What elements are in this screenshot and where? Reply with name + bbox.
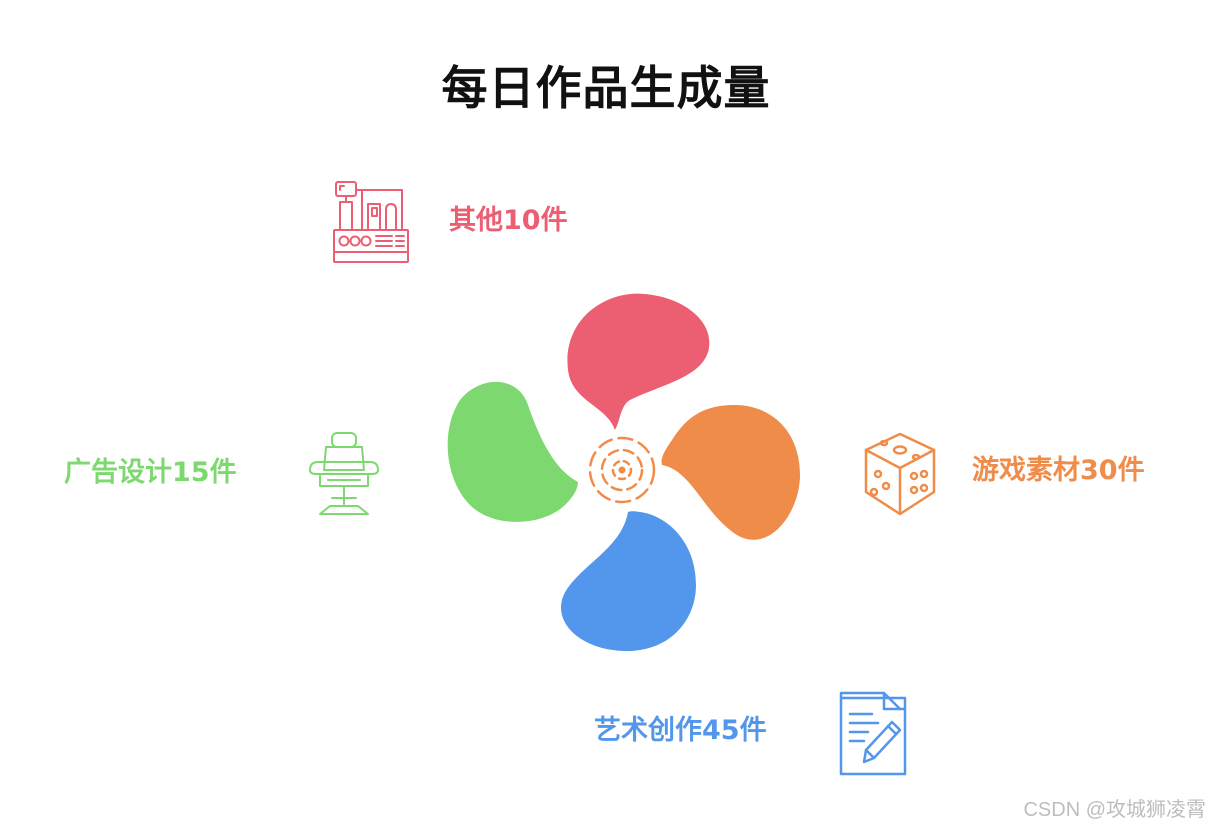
page-title: 每日作品生成量 (441, 61, 771, 115)
watermark: CSDN @攻城狮凌霄 (1023, 799, 1206, 821)
category-label-art: 艺术创作45件 (594, 715, 767, 746)
pinwheel-center (588, 436, 656, 504)
pinwheel-blade-game (661, 405, 800, 540)
factory-machine-icon (333, 181, 409, 263)
pinwheel-blade-ad (447, 381, 578, 522)
category-label-other: 其他10件 (449, 205, 568, 236)
dice-icon (864, 432, 936, 516)
pinwheel-blade-other (567, 293, 710, 430)
category-label-game: 游戏素材30件 (972, 455, 1145, 486)
pinwheel-blade-art (561, 511, 696, 652)
salon-chair-icon (309, 432, 379, 515)
category-label-ad: 广告设计15件 (64, 457, 237, 488)
document-edit-icon (839, 691, 907, 776)
